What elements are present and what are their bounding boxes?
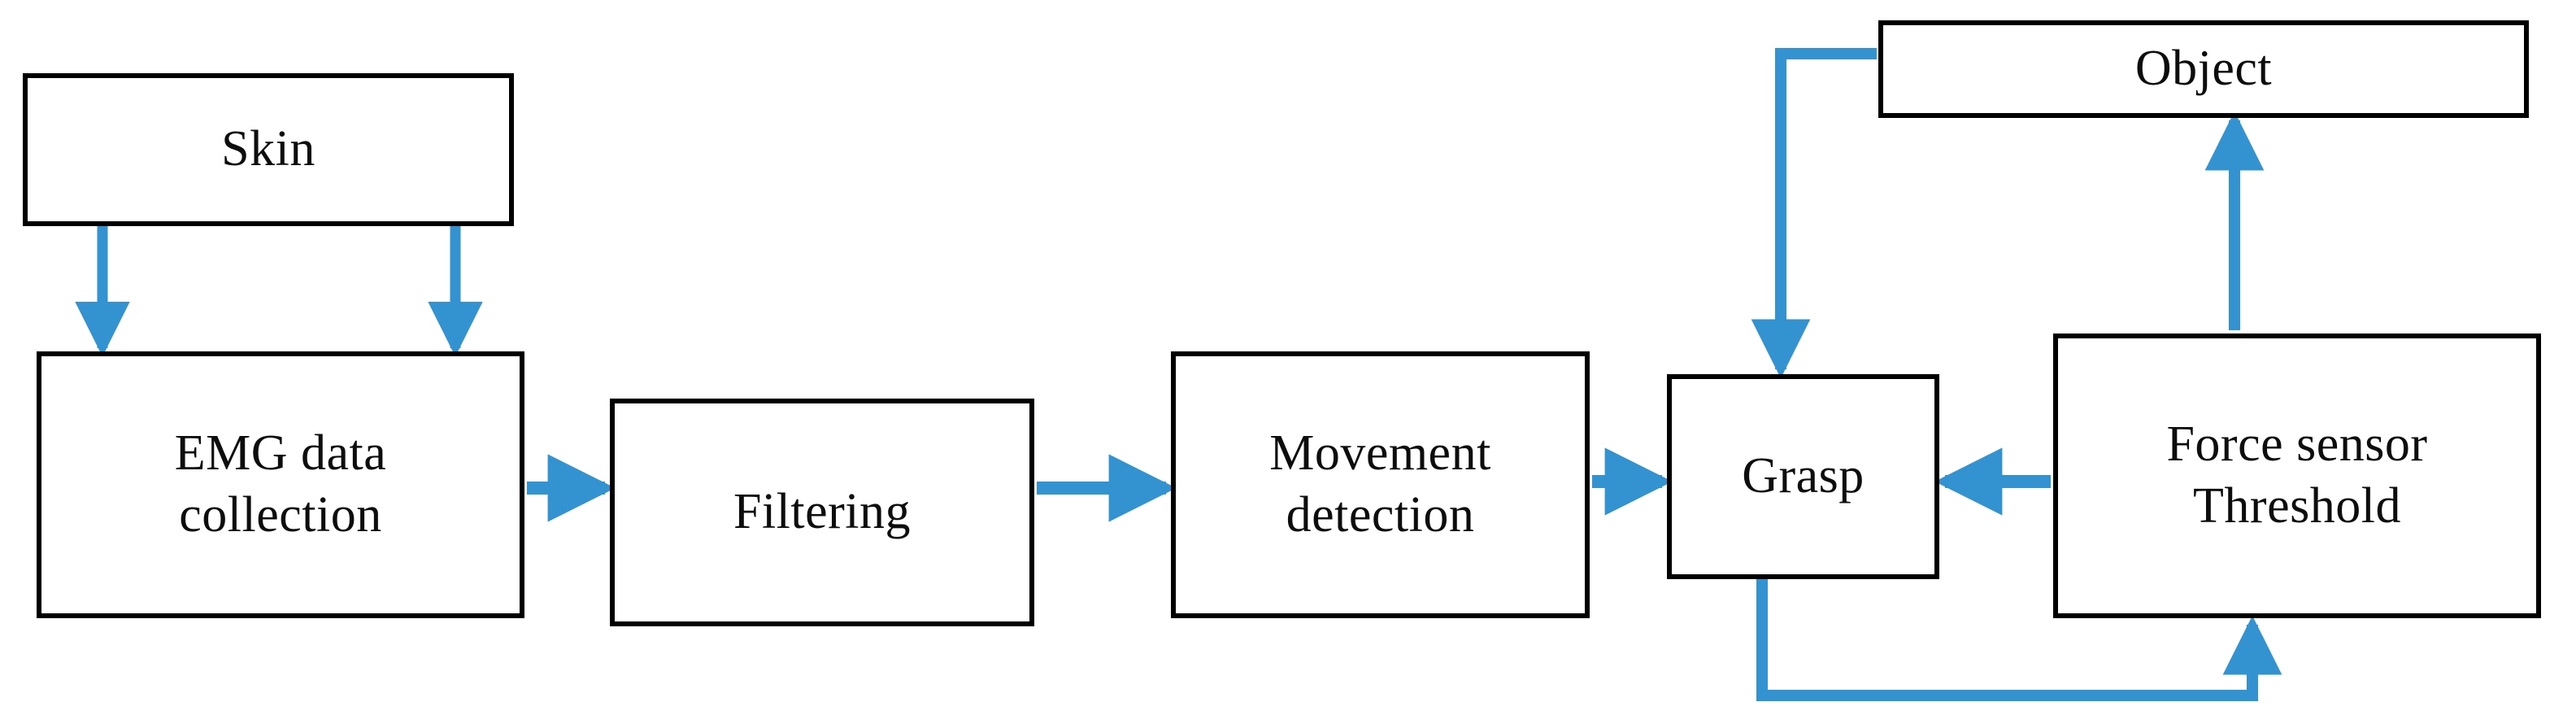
node-emg-data-collection-label: EMG data collection: [174, 425, 387, 543]
node-grasp[interactable]: Grasp: [1667, 374, 1939, 579]
node-emg-data-collection[interactable]: EMG data collection: [37, 351, 524, 618]
node-movement-detection-label: Movement detection: [1269, 425, 1491, 543]
node-force-sensor-threshold-label: Force sensor Threshold: [2166, 416, 2428, 534]
node-skin[interactable]: Skin: [23, 73, 514, 226]
node-movement-detection[interactable]: Movement detection: [1171, 351, 1590, 618]
node-skin-label: Skin: [221, 121, 315, 177]
node-filtering-label: Filtering: [733, 484, 912, 540]
connector-grasp-to-force[interactable]: [1756, 579, 2282, 701]
node-object[interactable]: Object: [1878, 20, 2529, 118]
node-filtering[interactable]: Filtering: [610, 399, 1034, 626]
connector-object-to-grasp[interactable]: [1751, 48, 1877, 379]
node-force-sensor-threshold[interactable]: Force sensor Threshold: [2053, 333, 2541, 618]
node-object-label: Object: [2134, 41, 2273, 97]
node-grasp-label: Grasp: [1742, 448, 1865, 504]
